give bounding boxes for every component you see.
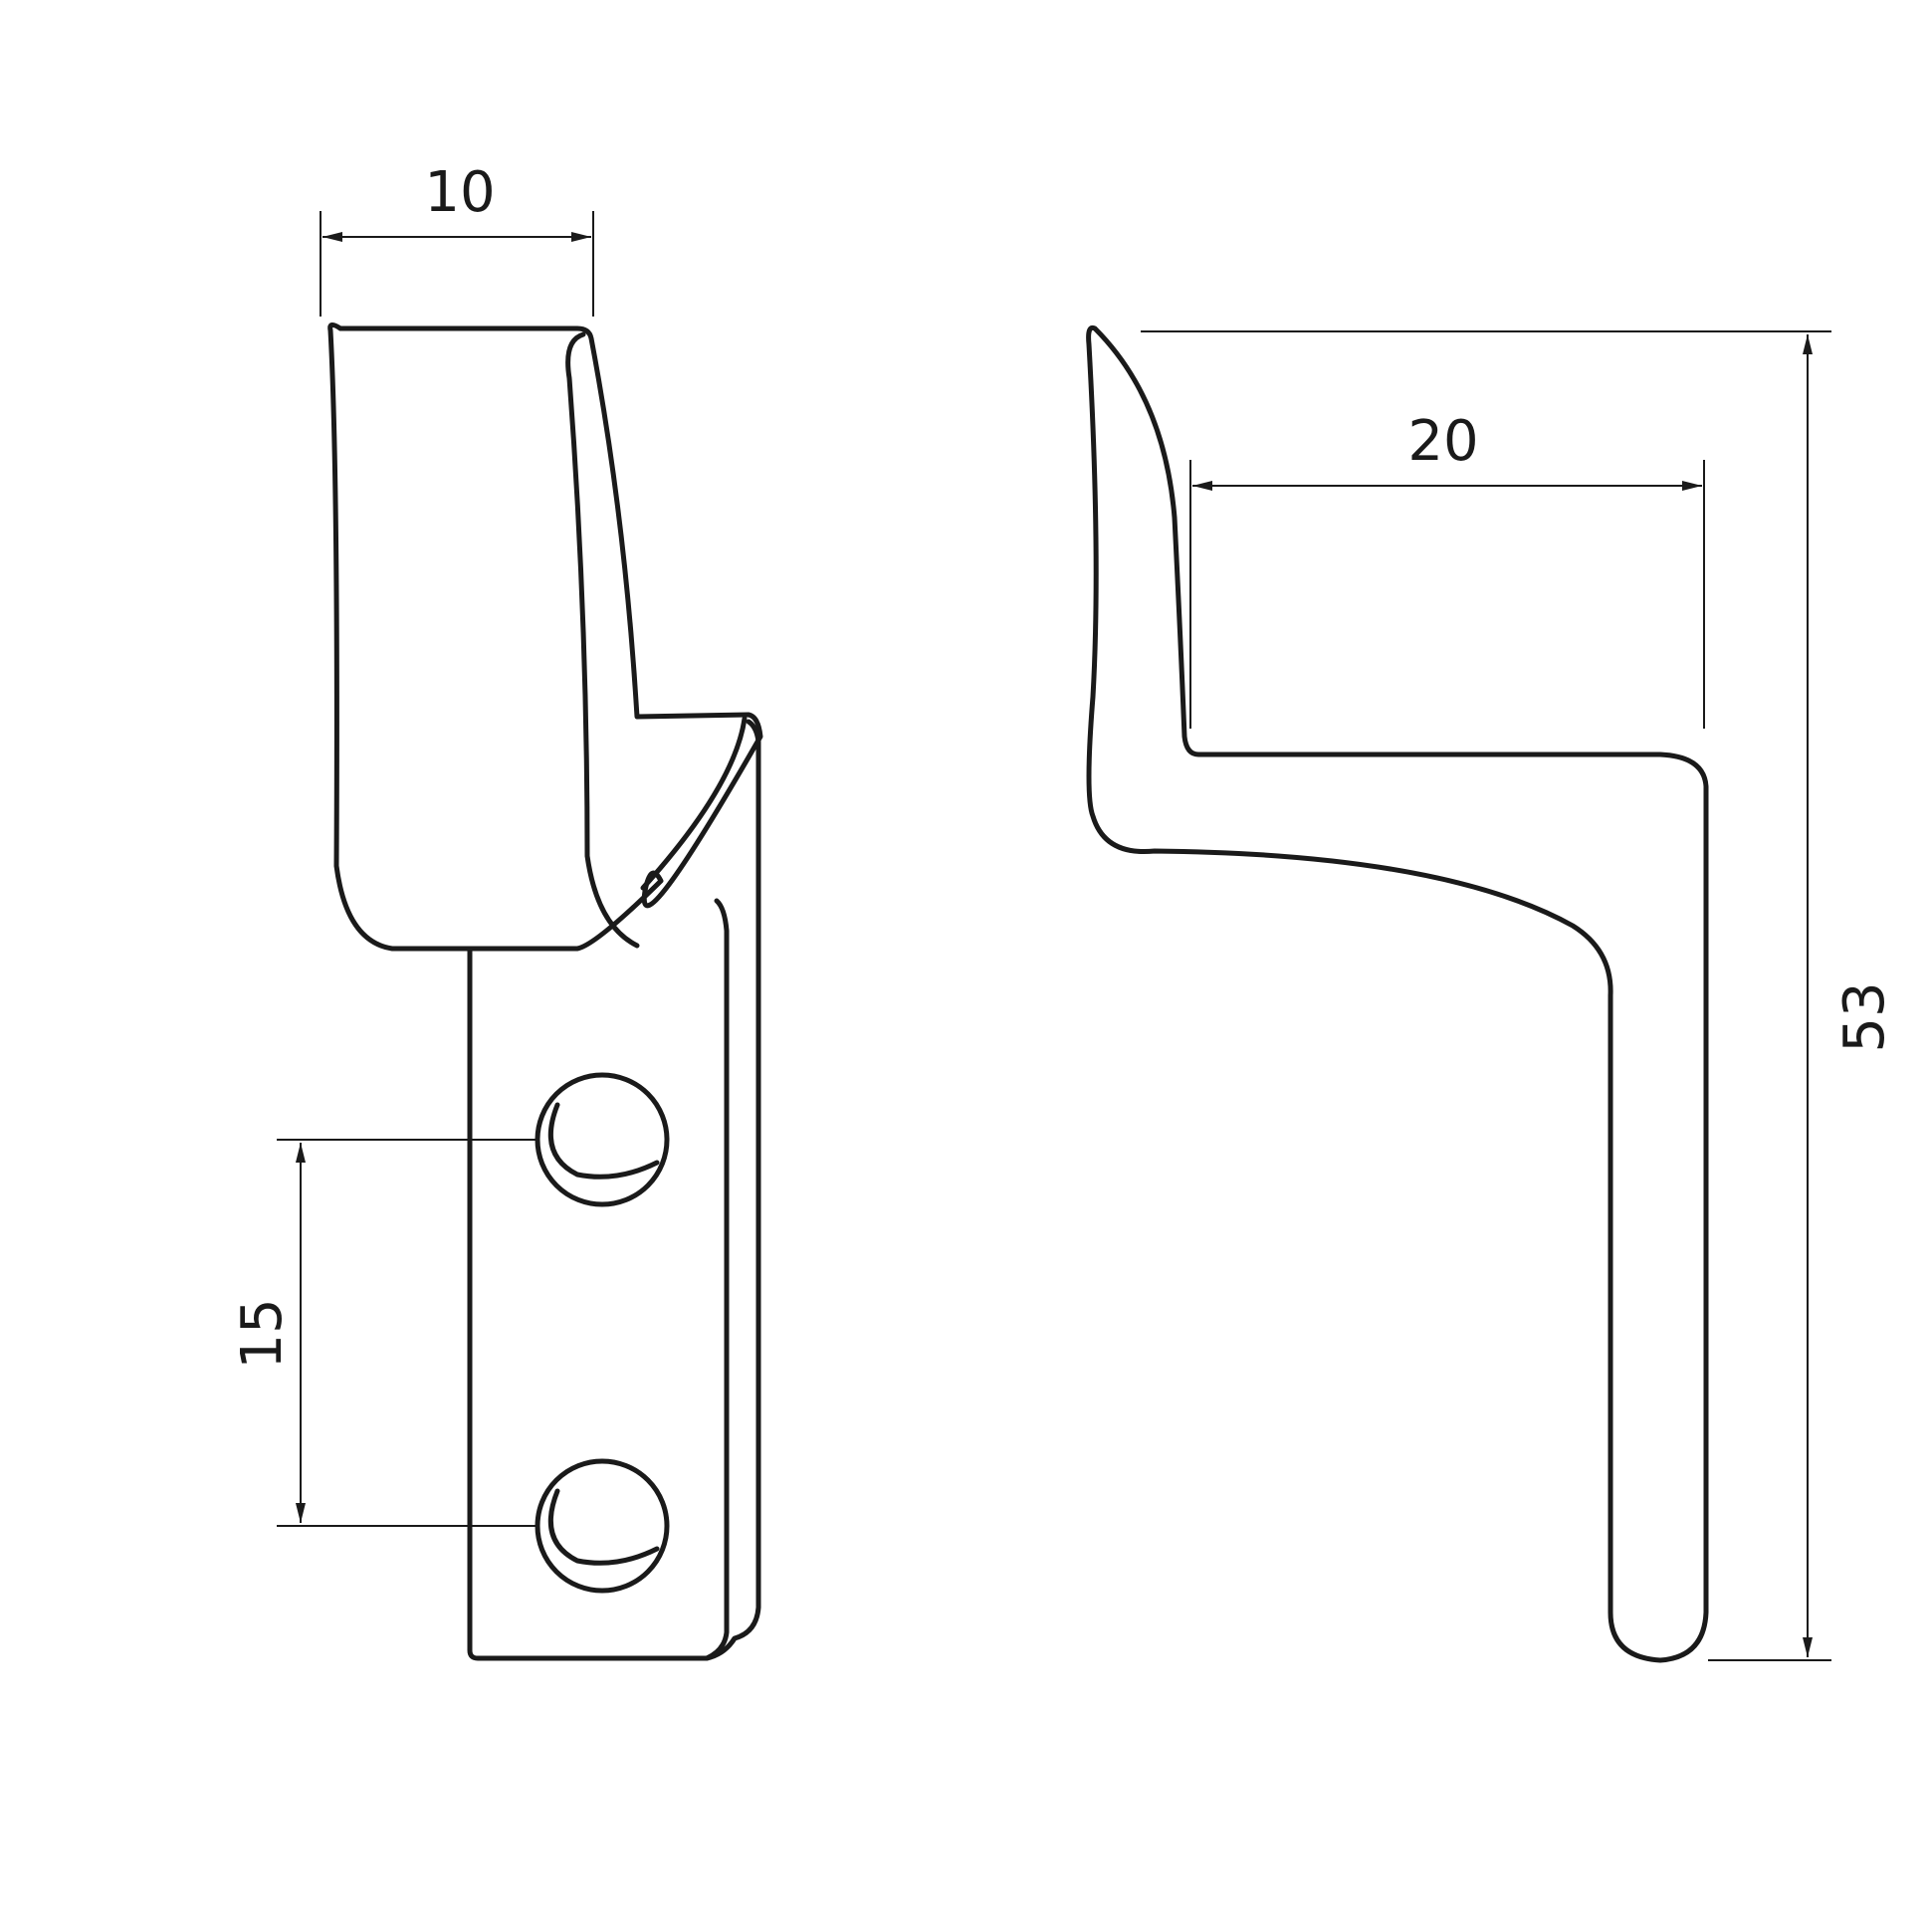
dim-hole-spacing-label: 15 bbox=[230, 1298, 295, 1369]
dim-height-label: 53 bbox=[1832, 981, 1897, 1052]
front-hook-head bbox=[327, 322, 763, 952]
front-gusset-edge bbox=[640, 716, 748, 891]
dim-height: 53 bbox=[1141, 330, 1897, 1661]
side-view: 20 53 bbox=[1086, 324, 1897, 1663]
front-base-plate bbox=[467, 719, 761, 1661]
front-view: 10 15 bbox=[230, 160, 763, 1661]
screw-hole-lower bbox=[535, 1458, 670, 1594]
front-hook-inner-edge bbox=[565, 331, 640, 949]
front-plate-right-edge bbox=[704, 898, 730, 1661]
screw-hole-upper bbox=[535, 1072, 670, 1207]
dim-reach: 20 bbox=[1189, 409, 1705, 729]
dim-width-label: 10 bbox=[424, 160, 495, 225]
dim-hole-spacing: 15 bbox=[230, 1139, 537, 1527]
dim-reach-label: 20 bbox=[1407, 409, 1478, 474]
side-profile bbox=[1086, 324, 1709, 1663]
dim-width: 10 bbox=[320, 160, 594, 317]
